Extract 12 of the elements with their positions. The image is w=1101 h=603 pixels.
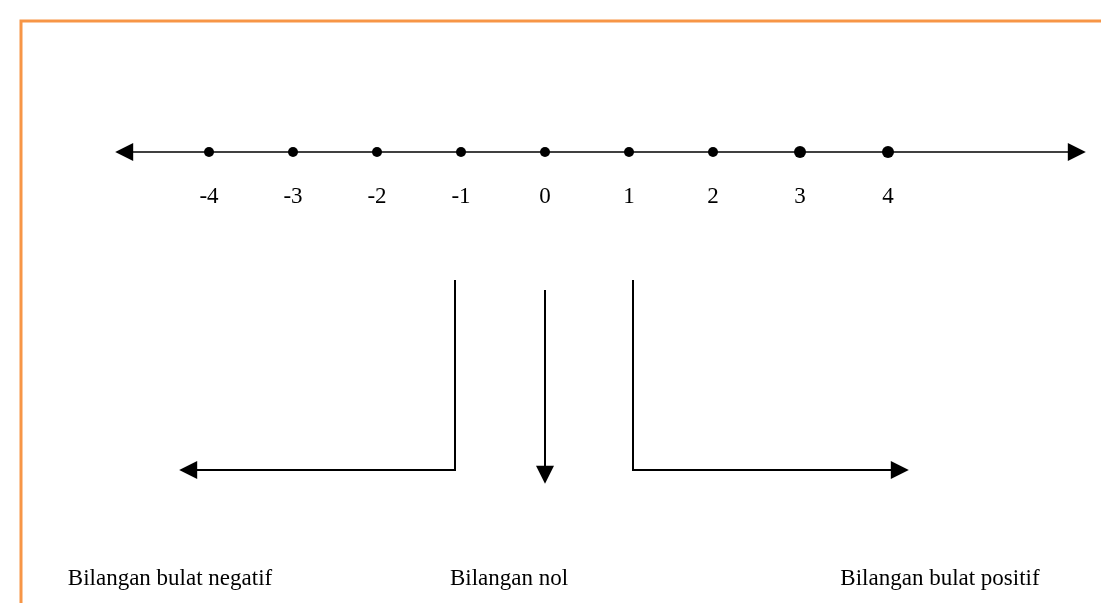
number-label: -2 [367,184,387,207]
number-label: 0 [539,184,551,207]
number-label: 1 [623,184,635,207]
number-label: 2 [707,184,719,207]
category-label: Bilangan bulat positif [840,566,1040,589]
number-label: 3 [794,184,806,207]
number-label: 4 [882,184,894,207]
category-label: Bilangan bulat negatif [67,566,273,589]
number-label: -4 [199,184,219,207]
category-label: Bilangan nol [449,566,569,589]
number-label: -3 [283,184,303,207]
number-label: -1 [451,184,471,207]
